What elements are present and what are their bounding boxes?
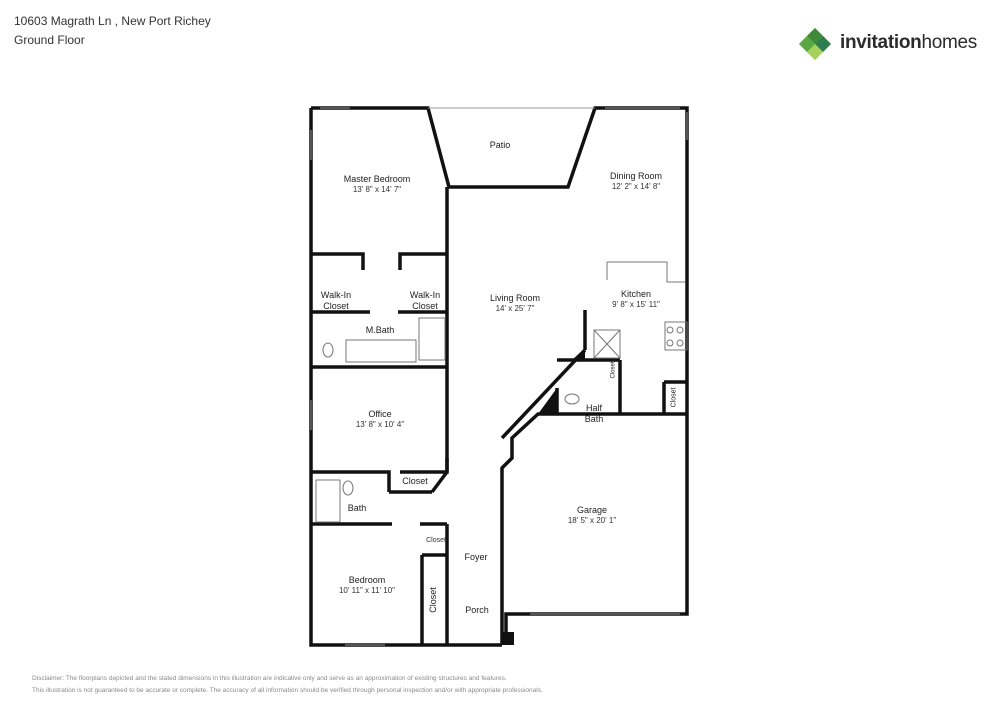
room-bedroom: Bedroom 10' 11" x 11' 10" (338, 575, 396, 595)
room-office: Office 13' 8" x 10' 4" (355, 409, 405, 429)
room-closet-bedroom: Closet (427, 587, 438, 613)
room-kitchen: Kitchen 9' 8" x 15' 11" (612, 289, 660, 309)
floor-label: Ground Floor (14, 33, 85, 47)
disclaimer-line-1: Disclaimer: The floorplans depicted and … (32, 675, 507, 682)
disclaimer-line-2: This illustration is not guaranteed to b… (32, 687, 543, 694)
room-garage: Garage 18' 5" x 20' 1" (567, 505, 617, 525)
room-patio: Patio (489, 140, 511, 150)
room-closet-kitchen: Closet (670, 387, 678, 408)
room-walkin-closet-left: Walk-In Closet (320, 290, 352, 311)
property-address: 10603 Magrath Ln , New Port Richey (14, 14, 211, 28)
room-living-room: Living Room 14' x 25' 7" (489, 293, 541, 313)
room-bath: Bath (347, 503, 367, 513)
room-foyer: Foyer (464, 552, 488, 562)
room-half-bath: Half Bath (584, 403, 604, 424)
room-closet-halfbath: Closet (610, 361, 617, 379)
room-closet-office: Closet (402, 476, 428, 486)
diamond-leaf-logo-icon (799, 28, 831, 60)
outer-wall-west (309, 108, 502, 647)
room-master-bath: M.Bath (365, 325, 395, 335)
room-walkin-closet-right: Walk-In Closet (409, 290, 441, 311)
brand-name: invitationhomes (840, 32, 977, 53)
room-master-bedroom: Master Bedroom 13' 8" x 14' 7" (343, 174, 411, 194)
room-closet-hall: Closet (426, 537, 446, 544)
room-dining-room: Dining Room 12' 2" x 14' 8" (609, 171, 663, 191)
room-porch: Porch (465, 605, 489, 615)
